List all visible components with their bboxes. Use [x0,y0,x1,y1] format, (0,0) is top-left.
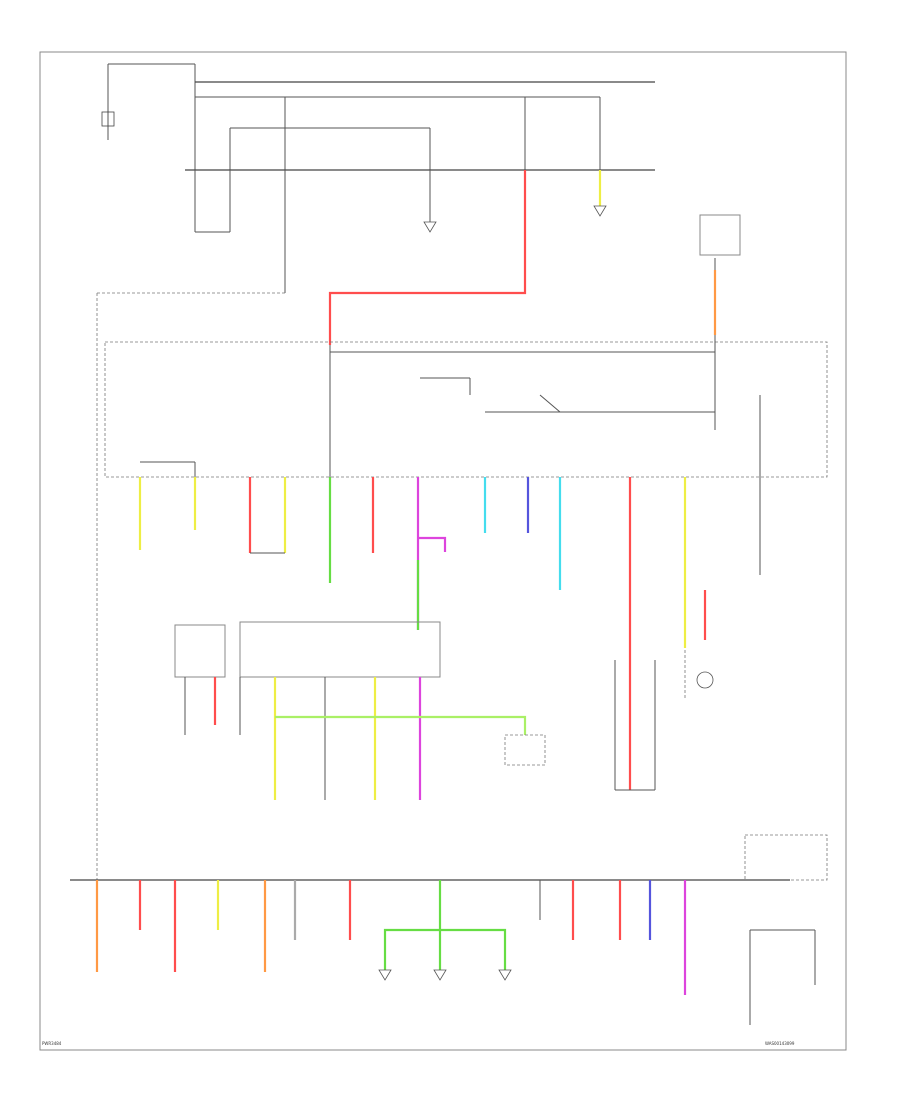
footer-right-label: WAS00143099 [765,1041,795,1046]
diagram-frame [39,51,847,1051]
relay-box [174,621,546,800]
fuse-block [70,834,828,881]
battery-section [101,63,655,171]
bcm-box [699,214,741,256]
ipdm-box [104,214,828,478]
footer-left-label: PWR3484 [42,1041,62,1046]
top-drops [96,170,607,880]
fuse-output-wires [95,880,816,1025]
ipdm-output-wires [138,477,761,790]
red-main-feed [328,170,527,345]
right-ecm [614,650,714,791]
